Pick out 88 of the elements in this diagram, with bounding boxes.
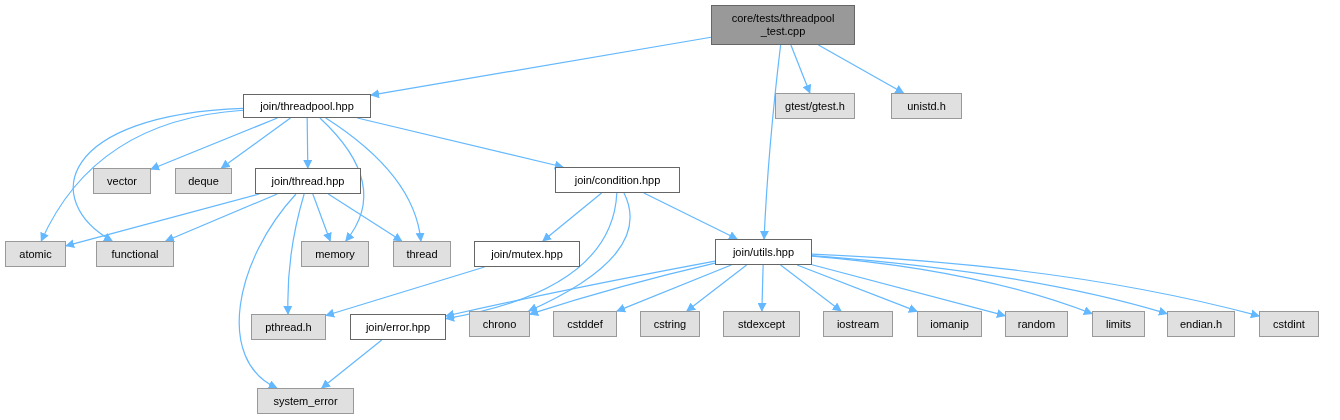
file-name: stdexcept xyxy=(737,317,786,331)
arrow xyxy=(238,193,297,389)
file-name: cstdint xyxy=(1273,317,1305,331)
file-box xyxy=(715,239,812,265)
arrow xyxy=(811,255,1168,316)
header-box xyxy=(1092,311,1145,337)
file-box xyxy=(474,241,580,267)
arrow xyxy=(150,117,278,171)
arrow xyxy=(445,260,716,319)
arrow xyxy=(325,266,486,318)
file-name: deque xyxy=(188,174,219,188)
arrow xyxy=(686,264,748,312)
arrow xyxy=(325,117,425,242)
file-name: endian.h xyxy=(1179,317,1223,331)
header-box xyxy=(175,168,232,194)
file-name: join/mutex.hpp xyxy=(491,247,563,261)
header-box xyxy=(640,311,700,337)
header-box xyxy=(1167,311,1235,337)
file-name: cstddef xyxy=(567,317,603,331)
header-box xyxy=(723,311,800,337)
arrow xyxy=(283,193,305,315)
file-box xyxy=(243,94,371,118)
file-name: iomanip xyxy=(930,317,969,331)
arrow xyxy=(445,192,618,322)
file-box xyxy=(255,168,361,194)
arrow xyxy=(40,109,244,242)
file-box xyxy=(711,5,855,45)
arrow xyxy=(757,264,767,312)
header-box xyxy=(257,388,354,414)
header-box xyxy=(1259,311,1319,337)
file-name: join/error.hpp xyxy=(365,320,431,334)
header-box xyxy=(301,241,369,267)
arrow xyxy=(811,264,1006,318)
arrow xyxy=(796,264,918,313)
file-name: join/thread.hpp xyxy=(271,174,345,188)
arrow xyxy=(220,117,292,169)
file-name: memory xyxy=(315,247,355,261)
header-box xyxy=(1005,311,1068,337)
arrow xyxy=(312,193,332,242)
header-box xyxy=(393,241,451,267)
header-box xyxy=(5,241,66,267)
file-name: core/tests/threadpool _test.cpp xyxy=(730,12,836,38)
arrow xyxy=(759,44,782,240)
header-box xyxy=(553,311,617,337)
header-box xyxy=(891,93,962,119)
arrow xyxy=(529,262,716,316)
file-name: gtest/gtest.h xyxy=(785,99,845,113)
arrow xyxy=(811,253,1260,319)
arrow xyxy=(319,117,365,242)
arrow xyxy=(528,192,631,312)
arrow xyxy=(817,44,905,94)
file-name: iostream xyxy=(836,317,880,331)
file-name: join/utils.hpp xyxy=(732,245,795,259)
arrow xyxy=(370,36,712,99)
header-box xyxy=(823,311,893,337)
file-name: pthread.h xyxy=(265,320,312,334)
arrow xyxy=(643,192,738,240)
header-box xyxy=(96,241,174,267)
file-name: system_error xyxy=(273,394,338,408)
file-name: unistd.h xyxy=(907,99,946,113)
file-name: chrono xyxy=(482,317,517,331)
file-name: vector xyxy=(107,174,137,188)
file-name: thread xyxy=(406,247,438,261)
header-box xyxy=(775,93,855,119)
arrow xyxy=(790,44,812,94)
arrow xyxy=(165,193,278,242)
header-box xyxy=(917,311,982,337)
arrow xyxy=(65,193,261,249)
file-box xyxy=(555,167,680,193)
file-name: cstring xyxy=(653,317,687,331)
file-box xyxy=(350,314,446,340)
header-box xyxy=(251,314,326,340)
file-name: random xyxy=(1017,317,1056,331)
header-box xyxy=(469,311,530,337)
file-name: join/threadpool.hpp xyxy=(260,99,354,113)
file-name: limits xyxy=(1105,317,1132,331)
arrow xyxy=(327,193,403,242)
arrow xyxy=(72,107,244,242)
header-box xyxy=(93,168,151,194)
arrow xyxy=(321,339,383,389)
file-name: functional xyxy=(111,247,159,261)
arrow xyxy=(779,264,842,312)
file-name: atomic xyxy=(19,247,52,261)
arrow xyxy=(616,264,732,313)
file-name: join/condition.hpp xyxy=(574,173,661,187)
arrow xyxy=(303,117,313,169)
arrow xyxy=(811,255,1093,316)
arrow xyxy=(542,192,603,242)
